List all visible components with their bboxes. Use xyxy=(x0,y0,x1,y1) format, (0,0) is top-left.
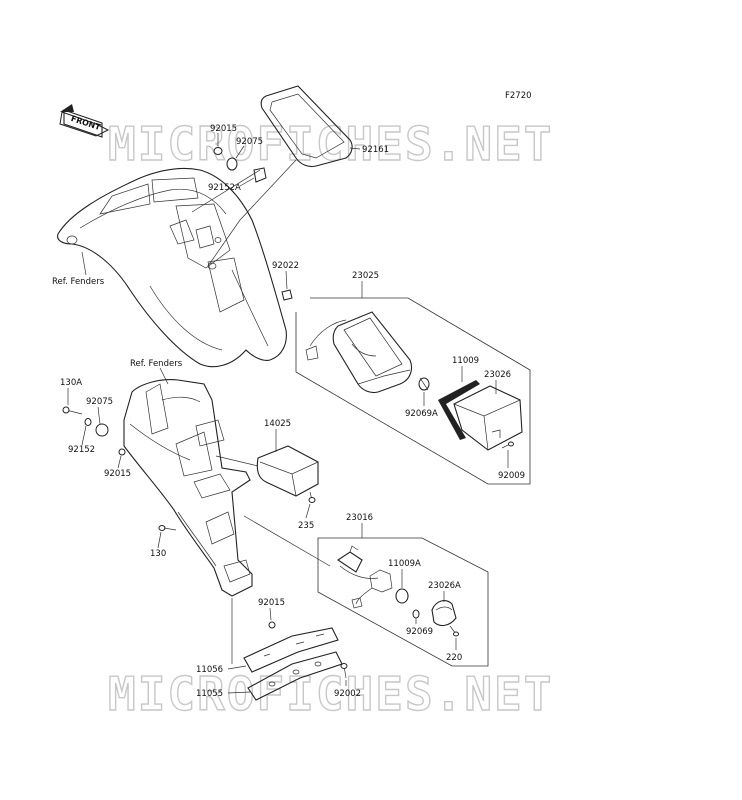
nut-92022 xyxy=(281,289,293,301)
bolt-130 xyxy=(158,525,177,531)
label-92015-lower: 92015 xyxy=(104,469,131,479)
label-235: 235 xyxy=(298,521,314,531)
gasket-11009 xyxy=(438,380,480,440)
label-92009: 92009 xyxy=(498,471,525,481)
label-130: 130 xyxy=(150,549,166,559)
ref-fenders-top: Ref. Fenders xyxy=(52,277,105,287)
watermark-top: MICROFICHES.NET xyxy=(108,117,553,171)
ref-fenders-bottom: Ref. Fenders xyxy=(130,359,183,369)
label-11055: 11055 xyxy=(196,689,223,699)
label-92075-top: 92075 xyxy=(236,137,263,147)
tail-lamp-housing xyxy=(305,311,413,394)
screw-92009 xyxy=(501,441,514,449)
rear-fender-top xyxy=(57,167,287,368)
label-23026: 23026 xyxy=(484,370,511,380)
license-lamp-socket xyxy=(337,545,393,609)
collar-92152 xyxy=(84,418,92,426)
label-11056: 11056 xyxy=(196,665,223,675)
label-92161: 92161 xyxy=(362,145,389,155)
bolt-130A xyxy=(62,406,83,415)
lens-23026 xyxy=(453,385,523,451)
gasket-92161 xyxy=(260,85,353,168)
label-92069A: 92069A xyxy=(405,409,438,419)
label-92152A: 92152A xyxy=(208,183,241,193)
label-92075-lower: 92075 xyxy=(86,397,113,407)
front-arrow-icon: FRONT xyxy=(59,104,110,138)
label-92002: 92002 xyxy=(334,689,361,699)
label-92015-top: 92015 xyxy=(210,124,237,134)
label-92015-bracket: 92015 xyxy=(258,598,285,608)
grommet-92015-top xyxy=(213,147,223,155)
bush-92075-lower xyxy=(95,423,109,437)
grommet-92015-bracket xyxy=(268,621,276,629)
label-23026A: 23026A xyxy=(428,581,461,591)
bulb-92069A xyxy=(418,377,430,391)
bush-92075-top xyxy=(226,157,238,171)
watermark-bottom: MICROFICHES.NET xyxy=(108,667,553,721)
figure-code: F2720 xyxy=(505,91,532,101)
label-92022: 92022 xyxy=(272,261,299,271)
label-11009A: 11009A xyxy=(388,559,421,569)
group-23016-bracket xyxy=(317,537,489,667)
gasket-11009A xyxy=(395,588,409,604)
bolt-92002 xyxy=(340,663,348,679)
grommet-92015-lower xyxy=(118,448,126,456)
label-130A: 130A xyxy=(60,378,82,388)
label-220: 220 xyxy=(446,653,462,663)
label-92069: 92069 xyxy=(406,627,433,637)
cover-14025 xyxy=(256,445,319,497)
rear-fender-lower xyxy=(123,379,253,597)
group-23025-bracket xyxy=(295,297,531,485)
lens-23026A xyxy=(431,600,457,627)
label-23025: 23025 xyxy=(352,271,379,281)
bracket-11056 xyxy=(243,627,339,673)
label-14025: 14025 xyxy=(264,419,291,429)
screw-220 xyxy=(449,625,459,637)
screw-235 xyxy=(308,491,316,503)
label-23016: 23016 xyxy=(346,513,373,523)
bulb-92069 xyxy=(412,609,420,619)
label-92152: 92152 xyxy=(68,445,95,455)
label-11009: 11009 xyxy=(452,356,479,366)
